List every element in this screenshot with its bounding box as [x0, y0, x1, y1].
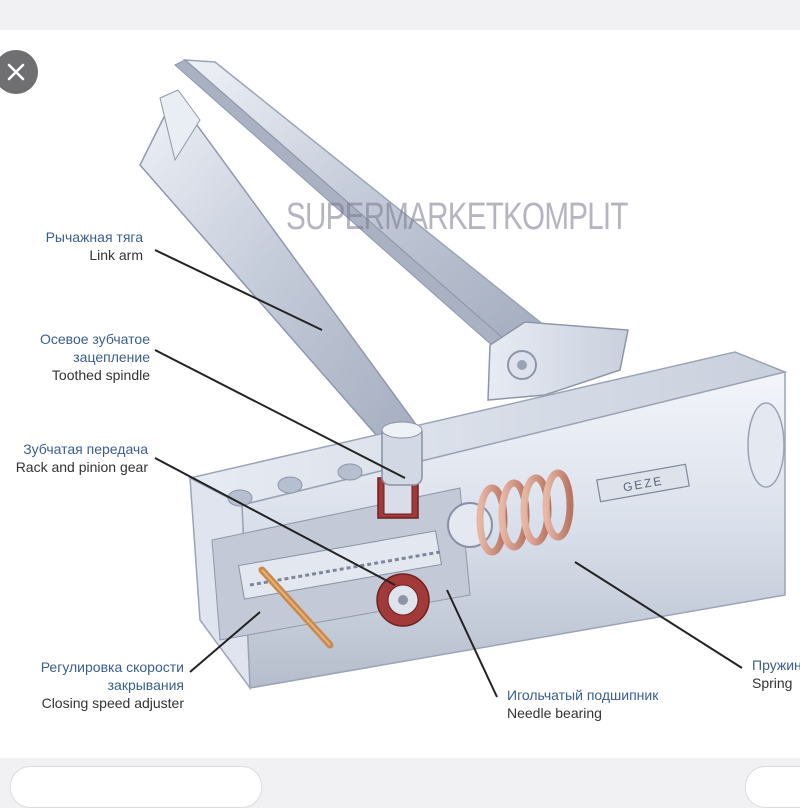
label-en: Rack and pinion gear — [15, 459, 148, 475]
arm-bracket — [487, 321, 629, 401]
leader-toothed-spindle — [154, 349, 406, 479]
close-icon[interactable] — [5, 61, 27, 83]
label-en: Link arm — [89, 247, 143, 263]
pinion-gear-lower — [376, 573, 430, 627]
callout-rack-pinion: Зубчатая передача Rack and pinion gear — [0, 440, 148, 476]
label-ru: Игольчатый подшипник — [507, 687, 659, 703]
label-ru: Осевое зубчатое — [40, 331, 150, 347]
speed-adjuster-screw — [258, 566, 334, 649]
brand-badge-text: GEZE — [622, 474, 664, 495]
label-en: Spring — [752, 675, 793, 691]
label-ru-line2: зацепление — [73, 349, 150, 365]
label-ru: Пружина — [752, 657, 800, 673]
label-en: Needle bearing — [507, 705, 602, 721]
callout-toothed-spindle: Осевое зубчатое зацепление Toothed spind… — [0, 330, 150, 384]
toothed-spindle — [381, 421, 423, 486]
link-arm-long — [174, 59, 542, 349]
watermark: SUPERMARKETKOMPLIT — [286, 196, 628, 238]
brand-plate: GEZE — [596, 463, 690, 503]
top-bar — [0, 0, 800, 30]
close-button[interactable] — [0, 50, 38, 94]
label-ru: Регулировка скорости — [40, 659, 184, 675]
leader-link-arm — [154, 249, 323, 331]
label-en: Closing speed adjuster — [41, 695, 184, 711]
label-ru: Рычажная тяга — [45, 229, 143, 245]
label-en: Toothed spindle — [51, 367, 150, 383]
label-ru: Зубчатая передача — [23, 441, 148, 457]
cutaway-interior — [211, 421, 574, 649]
leader-speed-adjuster — [189, 611, 261, 673]
callout-leaders — [154, 249, 743, 698]
leader-needle-bearing — [446, 589, 498, 698]
callout-needle-bearing: Игольчатый подшипник Needle bearing — [507, 686, 658, 722]
callout-link-arm: Рычажная тяга Link arm — [10, 228, 143, 264]
label-ru-line2: закрывания — [107, 677, 184, 693]
callout-speed-adjuster: Регулировка скорости закрывания Closing … — [10, 658, 184, 712]
spring-coils — [476, 469, 574, 556]
callout-spring: Пружина Spring — [752, 656, 800, 692]
leader-spring — [574, 561, 743, 669]
leader-rack-pinion — [154, 457, 396, 586]
